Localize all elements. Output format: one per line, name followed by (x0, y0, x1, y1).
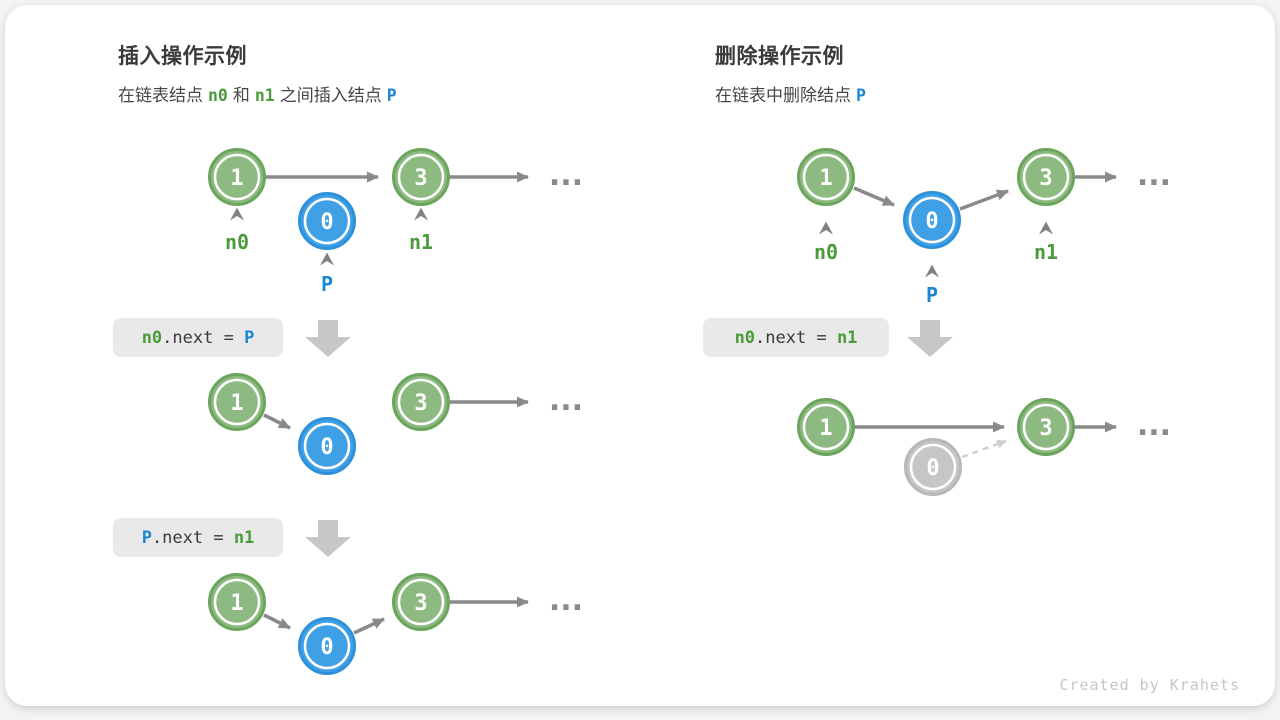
code-rhs: n1 (233, 527, 255, 548)
code-lhs: n0 (141, 327, 163, 348)
node-delete-d2-0-removed: 0 (904, 438, 962, 496)
node-delete-d2-1: 1 (797, 398, 855, 456)
node-delete-d1-1: 1 (797, 148, 855, 206)
node-insert-d1-0: 0 (298, 192, 356, 250)
pointer-caret-n1 (414, 207, 428, 221)
node-insert-d2-3: 3 (392, 373, 450, 431)
label-p: P (321, 272, 333, 296)
label-n1: n1 (1034, 240, 1058, 264)
pointer-caret-p (320, 252, 334, 266)
delete-header: 删除操作示例 在链表中删除结点 P (715, 40, 871, 106)
code-rhs: P (244, 327, 255, 348)
ellipsis-delete-d1: ... (1137, 158, 1171, 193)
node-insert-d2-0: 0 (298, 417, 356, 475)
token-p: P (856, 86, 866, 105)
code-label-insert-2: P.next = n1 (113, 518, 283, 557)
svg-text:0: 0 (320, 435, 333, 460)
pointer-caret-n0 (230, 207, 244, 221)
credit-text: Created by Krahets (1059, 676, 1240, 694)
code-lhs: n0 (734, 327, 756, 348)
node-delete-d1-0: 0 (903, 191, 961, 249)
node-insert-d1-1: 1 (208, 148, 266, 206)
code-lhs: P (141, 527, 152, 548)
insert-panel-title: 插入操作示例 (118, 45, 247, 68)
ellipsis-insert-d3: ... (549, 583, 583, 618)
step-down-arrow-insert-1 (305, 320, 351, 357)
arrow-insert-d2-1-to-0 (263, 413, 291, 430)
svg-text:3: 3 (414, 591, 427, 616)
svg-text:1: 1 (230, 391, 243, 416)
arrow-delete-d1-1-to-0 (853, 186, 895, 207)
label-p: P (926, 283, 938, 307)
label-n0: n0 (814, 240, 838, 264)
svg-text:1: 1 (230, 166, 243, 191)
node-insert-d3-0: 0 (298, 617, 356, 675)
subtitle-text: 在链表结点 (118, 86, 203, 105)
code-mid: .next = (151, 527, 234, 548)
svg-text:3: 3 (414, 166, 427, 191)
token-p: P (386, 86, 397, 105)
svg-text:1: 1 (819, 166, 832, 191)
svg-text:3: 3 (1039, 166, 1052, 191)
ellipsis-delete-d2: ... (1137, 408, 1171, 443)
node-insert-d2-1: 1 (208, 373, 266, 431)
arrow-delete-d1-0-to-3 (959, 189, 1009, 211)
label-n0: n0 (225, 230, 249, 254)
ellipsis-insert-d2: ... (549, 383, 583, 418)
node-insert-d3-1: 1 (208, 573, 266, 631)
pointer-caret-p (925, 264, 939, 278)
subtitle-text: 和 (232, 86, 250, 105)
code-rhs: n1 (836, 327, 858, 348)
token-n1: n1 (254, 86, 275, 105)
pointer-caret-n0 (819, 221, 833, 235)
svg-text:3: 3 (1039, 416, 1052, 441)
delete-panel-title: 删除操作示例 (715, 45, 844, 68)
code-label-delete-1: n0.next = n1 (703, 318, 889, 357)
arrow-insert-d3-0-to-3 (353, 617, 385, 635)
node-insert-d1-3: 3 (392, 148, 450, 206)
svg-text:0: 0 (320, 635, 333, 660)
code-mid: .next = (755, 327, 837, 348)
arrow-delete-d2-0-to-3-dashed (961, 439, 1007, 459)
node-insert-d3-3: 3 (392, 573, 450, 631)
svg-text:3: 3 (414, 391, 427, 416)
svg-text:1: 1 (819, 416, 832, 441)
svg-text:1: 1 (230, 591, 243, 616)
arrow-insert-d3-1-to-0 (263, 613, 291, 630)
subtitle-text: 在链表中删除结点 (715, 86, 851, 105)
pointer-caret-n1 (1039, 221, 1053, 235)
node-delete-d1-3: 3 (1017, 148, 1075, 206)
subtitle-text: 之间插入结点 (279, 86, 382, 105)
ellipsis-insert-d1: ... (549, 158, 583, 193)
delete-panel-subtitle: 在链表中删除结点 P (715, 81, 871, 106)
step-down-arrow-delete-1 (907, 320, 953, 357)
svg-text:0: 0 (320, 210, 333, 235)
token-n0: n0 (208, 86, 228, 105)
svg-text:0: 0 (926, 456, 939, 481)
svg-text:0: 0 (925, 209, 938, 234)
node-delete-d2-3: 3 (1017, 398, 1075, 456)
code-mid: .next = (162, 327, 245, 348)
label-n1: n1 (409, 230, 433, 254)
code-label-insert-1: n0.next = P (113, 318, 283, 357)
step-down-arrow-insert-2 (305, 520, 351, 557)
